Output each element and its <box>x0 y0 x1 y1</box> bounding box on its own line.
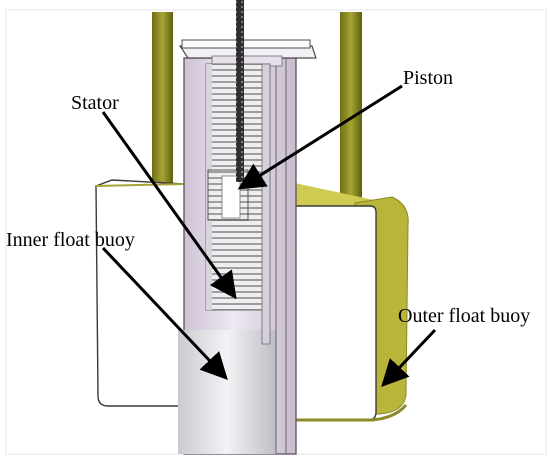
label-outer-float-buoy: Outer float buoy <box>398 305 531 327</box>
outer-buoy-left-top-edge <box>95 183 187 187</box>
support-rods <box>152 12 362 202</box>
cable <box>236 0 244 182</box>
arrow-outer-float-buoy <box>381 328 437 387</box>
arrow-stator <box>101 111 237 300</box>
support-rod-left <box>152 12 173 197</box>
support-rod-right <box>340 12 362 202</box>
piston <box>207 169 249 221</box>
label-stator: Stator <box>71 92 119 114</box>
callout-arrows <box>101 84 437 387</box>
inner-buoy-core <box>178 330 276 454</box>
arrow-piston <box>237 84 403 190</box>
arrow-inner-float-buoy <box>101 246 228 380</box>
outer-buoy-left-face <box>95 179 187 407</box>
label-inner-float-buoy: Inner float buoy <box>6 229 135 251</box>
piston-core <box>221 175 241 219</box>
label-piston: Piston <box>403 67 454 89</box>
